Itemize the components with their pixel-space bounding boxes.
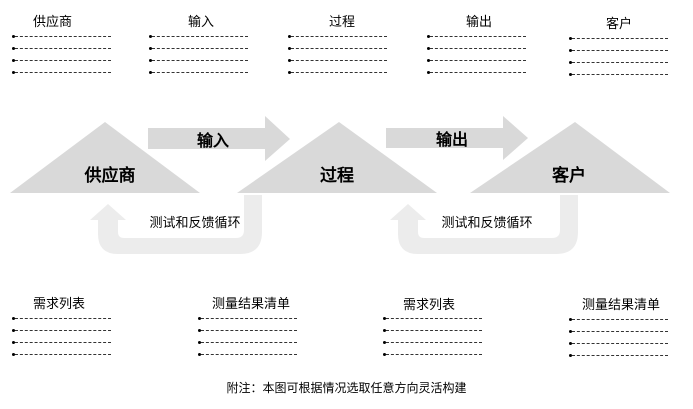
- dotted-lines: [427, 25, 526, 74]
- customer-triangle: [470, 122, 670, 193]
- input-arrow: [148, 116, 290, 161]
- output-arrow: [386, 116, 528, 160]
- top-list-title: 输入: [188, 15, 215, 30]
- process-triangle: [237, 122, 437, 193]
- bottom-list-title: 需求列表: [33, 297, 86, 312]
- feedback-loop-left-label: 测试和反馈循环: [149, 216, 240, 231]
- top-list-title: 过程: [329, 15, 356, 30]
- dotted-lines: [12, 307, 111, 356]
- supplier-triangle: [10, 122, 200, 193]
- bottom-list-title: 测量结果清单: [582, 298, 661, 313]
- supplier-label: 供应商: [84, 165, 136, 186]
- customer-label: 客户: [551, 165, 586, 186]
- dotted-lines: [383, 307, 482, 356]
- bottom-list-title: 需求列表: [403, 298, 456, 313]
- bottom-list-title: 测量结果清单: [212, 297, 291, 312]
- footnote: 附注：本图可根据情况选取任意方向灵活构建: [226, 381, 467, 395]
- feedback-loop-right-label: 测试和反馈循环: [441, 216, 532, 231]
- output-arrow-label: 输出: [436, 130, 468, 149]
- top-list-title: 客户: [606, 17, 633, 32]
- feedback-loop-left: [90, 195, 262, 254]
- dotted-lines: [569, 308, 668, 357]
- process-label: 过程: [320, 166, 354, 186]
- top-list-title: 供应商: [33, 15, 73, 30]
- top-list-title: 输出: [466, 15, 493, 30]
- dotted-lines: [569, 27, 668, 76]
- input-arrow-label: 输入: [197, 131, 229, 150]
- dotted-lines: [288, 25, 387, 74]
- feedback-loop-right: [390, 195, 578, 254]
- dotted-lines: [149, 25, 248, 74]
- dotted-lines: [198, 307, 297, 356]
- dotted-lines: [12, 25, 111, 74]
